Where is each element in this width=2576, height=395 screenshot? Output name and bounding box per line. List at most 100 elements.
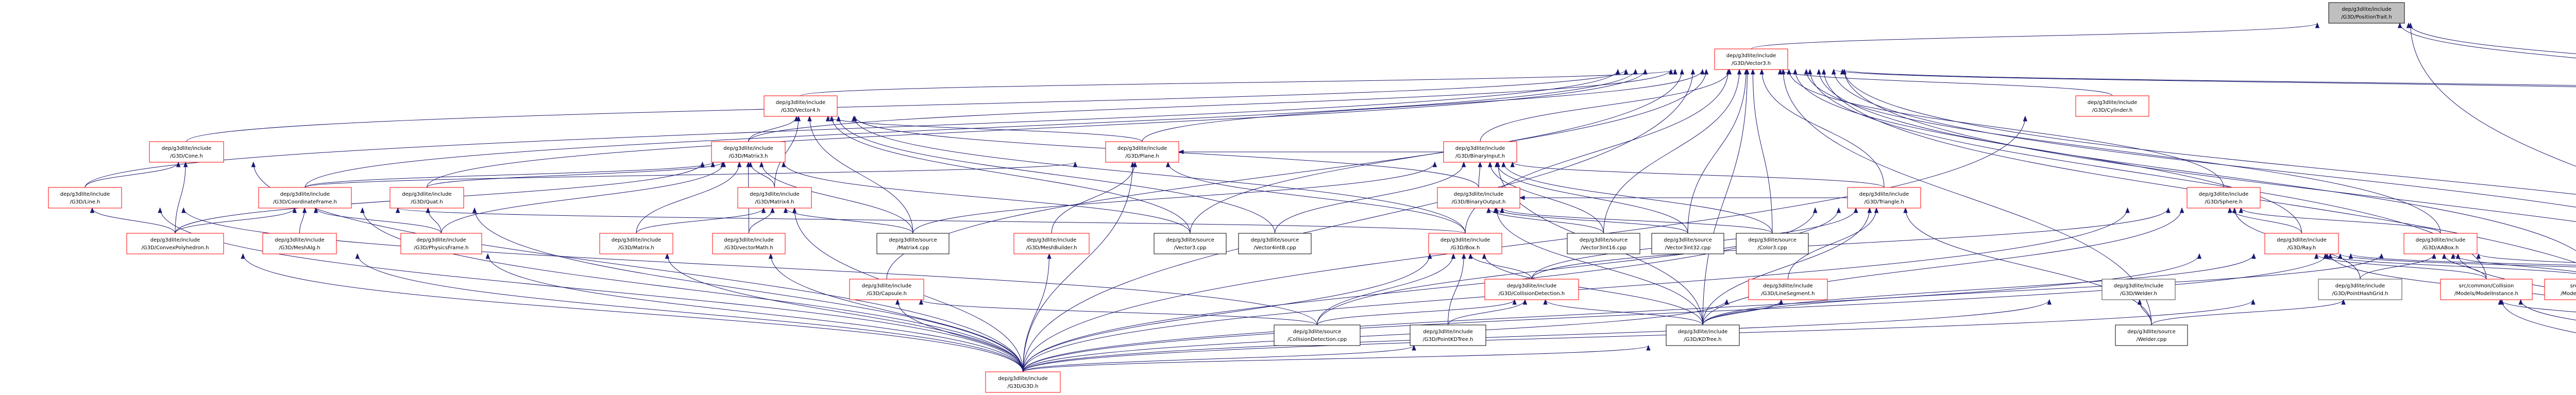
arrowhead-icon xyxy=(919,299,924,305)
graph-node-AABox[interactable]: dep/g3dlite/include/G3D/AABox.h xyxy=(2403,233,2478,254)
edge-WelderCpp-to-WelderH xyxy=(2139,299,2152,325)
node-box xyxy=(2264,233,2339,254)
node-box xyxy=(1105,141,1179,163)
node-box xyxy=(2075,95,2149,117)
graph-node-KDTree[interactable]: dep/g3dlite/include/G3D/KDTree.h xyxy=(1666,324,1740,346)
node-box xyxy=(1847,187,1921,209)
arrowhead-icon xyxy=(2442,253,2447,259)
edge-G3Dh-to-PhysicsFrame xyxy=(487,253,1023,372)
arrowhead-icon xyxy=(1412,345,1416,351)
edge-G3Dh-to-PointHashGrid xyxy=(1023,299,2253,372)
graph-node-Color3cpp[interactable]: dep/g3dlite/source/Color3.cpp xyxy=(1736,233,1809,254)
graph-node-CoordinateFrame[interactable]: dep/g3dlite/include/G3D/CoordinateFrame.… xyxy=(258,187,352,209)
graph-node-GameObjectModel[interactable]: src/common/Collision/Models/GameObjectMo… xyxy=(2544,279,2576,300)
edge-G3Dh-to-MeshBuilder xyxy=(1023,253,1050,372)
node-label-line2: /G3D/vectorMath.h xyxy=(724,245,773,251)
graph-node-Capsule[interactable]: dep/g3dlite/include/G3D/Capsule.h xyxy=(849,279,924,300)
graph-node-Matrix4[interactable]: dep/g3dlite/include/G3D/Matrix4.h xyxy=(737,187,812,209)
graph-node-Matrix4cpp[interactable]: dep/g3dlite/source/Matrix4.cpp xyxy=(876,233,950,254)
node-box xyxy=(1443,141,1517,163)
edge-G3Dh-to-Box xyxy=(1023,253,1430,372)
edge-Matrix4cpp-to-Matrix3 xyxy=(761,162,913,234)
arrowhead-icon xyxy=(1468,253,1473,259)
node-label-line2: /G3D/CoordinateFrame.h xyxy=(273,199,337,205)
edge-WorldModel-to-Vector3h xyxy=(1844,69,2576,222)
arrowhead-icon xyxy=(395,207,400,213)
edge-G3Dh-to-Capsule xyxy=(897,299,1023,372)
arrowhead-icon xyxy=(2227,207,2232,213)
graph-node-PointKDTree[interactable]: dep/g3dlite/include/G3D/PointKDTree.h xyxy=(1410,324,1486,346)
arrowhead-icon xyxy=(1759,68,1764,75)
graph-node-Plane[interactable]: dep/g3dlite/include/G3D/Plane.h xyxy=(1105,141,1179,163)
arrowhead-icon xyxy=(1073,161,1078,167)
node-label-line2: /Matrix4.cpp xyxy=(897,245,929,251)
graph-node-BinaryInput[interactable]: dep/g3dlite/include/G3D/BinaryInput.h xyxy=(1443,141,1517,163)
graph-node-PhysicsFrame[interactable]: dep/g3dlite/include/G3D/PhysicsFrame.h xyxy=(400,233,482,254)
arrowhead-icon xyxy=(1867,207,1872,213)
arrowhead-icon xyxy=(485,253,490,259)
graph-node-PointHashGrid[interactable]: dep/g3dlite/include/G3D/PointHashGrid.h xyxy=(2318,279,2402,300)
node-label-line2: /Models/GameObjectModel.h xyxy=(2561,291,2576,297)
arrowhead-icon xyxy=(2239,207,2243,213)
node-box xyxy=(876,233,950,254)
graph-node-Box[interactable]: dep/g3dlite/include/G3D/Box.h xyxy=(1428,233,1502,254)
graph-node-ModelInstance[interactable]: src/common/Collision/Models/ModelInstanc… xyxy=(2440,279,2533,300)
graph-node-Vector4int8cpp[interactable]: dep/g3dlite/source/Vector4int8.cpp xyxy=(1238,233,1312,254)
graph-node-Vector3h[interactable]: dep/g3dlite/include/G3D/Vector3.h xyxy=(1714,48,1788,70)
arrowhead-icon xyxy=(2179,207,2184,213)
graph-node-Matrix3[interactable]: dep/g3dlite/include/G3D/Matrix3.h xyxy=(711,141,786,163)
graph-node-Vector3int16cpp[interactable]: dep/g3dlite/source/Vector3int16.cpp xyxy=(1567,233,1640,254)
arrowhead-icon xyxy=(2338,253,2343,259)
arrowhead-icon xyxy=(2047,299,2052,305)
edge-ConvexPolyhedron-to-Line xyxy=(92,208,176,234)
graph-node-vectorMath[interactable]: dep/g3dlite/include/G3D/vectorMath.h xyxy=(712,233,786,254)
edge-G3Dh-to-MeshAlg xyxy=(357,253,1023,372)
graph-node-Vector3cpp[interactable]: dep/g3dlite/source/Vector3.cpp xyxy=(1154,233,1227,254)
graph-node-BinaryOutput[interactable]: dep/g3dlite/include/G3D/BinaryOutput.h xyxy=(1437,187,1520,209)
graph-node-Line[interactable]: dep/g3dlite/include/G3D/Line.h xyxy=(48,187,122,209)
graph-node-G3Dh[interactable]: dep/g3dlite/include/G3D/G3D.h xyxy=(985,371,1061,393)
graph-node-MeshBuilder[interactable]: dep/g3dlite/include/G3D/MeshBuilder.h xyxy=(1013,233,1090,254)
node-label-line2: /Vector3int32.cpp xyxy=(1665,245,1711,251)
graph-node-LineSegment[interactable]: dep/g3dlite/include/G3D/LineSegment.h xyxy=(1748,279,1828,300)
graph-node-Vector3int32cpp[interactable]: dep/g3dlite/source/Vector3int32.cpp xyxy=(1651,233,1724,254)
graph-node-MeshAlg[interactable]: dep/g3dlite/include/G3D/MeshAlg.h xyxy=(262,233,337,254)
node-box xyxy=(48,187,122,209)
arrowhead-icon xyxy=(472,207,477,213)
graph-node-Cone[interactable]: dep/g3dlite/include/G3D/Cone.h xyxy=(149,141,224,163)
node-label-line1: dep/g3dlite/include xyxy=(2416,237,2466,243)
edge-G3Dh-to-Triangle xyxy=(1023,208,1816,372)
graph-node-ConvexPolyhedron[interactable]: dep/g3dlite/include/G3D/ConvexPolyhedron… xyxy=(126,233,224,254)
edge-G3Dh-to-Matrix xyxy=(667,253,1023,372)
graph-node-Cylinder[interactable]: dep/g3dlite/include/G3D/Cylinder.h xyxy=(2075,95,2149,117)
graph-node-WelderH[interactable]: dep/g3dlite/include/G3D/Welder.h xyxy=(2102,279,2176,300)
edge-Spline-to-Vector3h xyxy=(1842,69,2576,86)
arrowhead-icon xyxy=(2251,253,2256,259)
arrowhead-icon xyxy=(251,161,256,167)
node-label-line2: /G3D/Triangle.h xyxy=(1864,199,1904,205)
graph-node-Triangle[interactable]: dep/g3dlite/include/G3D/Triangle.h xyxy=(1847,187,1921,209)
node-label-line1: dep/g3dlite/source xyxy=(889,237,937,243)
arrowhead-icon xyxy=(783,207,788,213)
graph-node-Ray[interactable]: dep/g3dlite/include/G3D/Ray.h xyxy=(2264,233,2339,254)
arrowhead-icon xyxy=(2232,207,2237,213)
arrowhead-icon xyxy=(1781,68,1786,75)
graph-node-Quat[interactable]: dep/g3dlite/include/G3D/Quat.h xyxy=(389,187,464,209)
edge-PointKDTree-to-Box xyxy=(1448,253,1464,325)
node-label-line1: dep/g3dlite/source xyxy=(2127,329,2175,335)
arrowhead-icon xyxy=(2166,207,2171,213)
node-box xyxy=(126,233,224,254)
arrowhead-icon xyxy=(1745,68,1750,75)
node-label-line2: /Vector3int16.cpp xyxy=(1581,245,1626,251)
graph-node-Sphere[interactable]: dep/g3dlite/include/G3D/Sphere.h xyxy=(2187,187,2261,209)
graph-node-WelderCpp[interactable]: dep/g3dlite/source/Welder.cpp xyxy=(2115,324,2188,346)
node-label-line2: /G3D/Welder.h xyxy=(2120,291,2157,297)
node-label-line2: /G3D/Vector3.h xyxy=(1732,61,1771,66)
graph-node-Vector4h[interactable]: dep/g3dlite/include/G3D/Vector4.h xyxy=(764,95,838,117)
graph-node-Matrix[interactable]: dep/g3dlite/include/G3D/Matrix.h xyxy=(599,233,673,254)
graph-node-CollisionDetectionCpp[interactable]: dep/g3dlite/source/CollisionDetection.cp… xyxy=(1274,324,1361,346)
graph-node-CollisionDetectionH[interactable]: dep/g3dlite/include/G3D/CollisionDetecti… xyxy=(1484,279,1579,300)
node-label-line2: /G3D/Matrix.h xyxy=(618,245,654,251)
node-label-line1: dep/g3dlite/include xyxy=(2277,237,2327,243)
edge-Cone-to-Vector3h xyxy=(186,69,1626,142)
